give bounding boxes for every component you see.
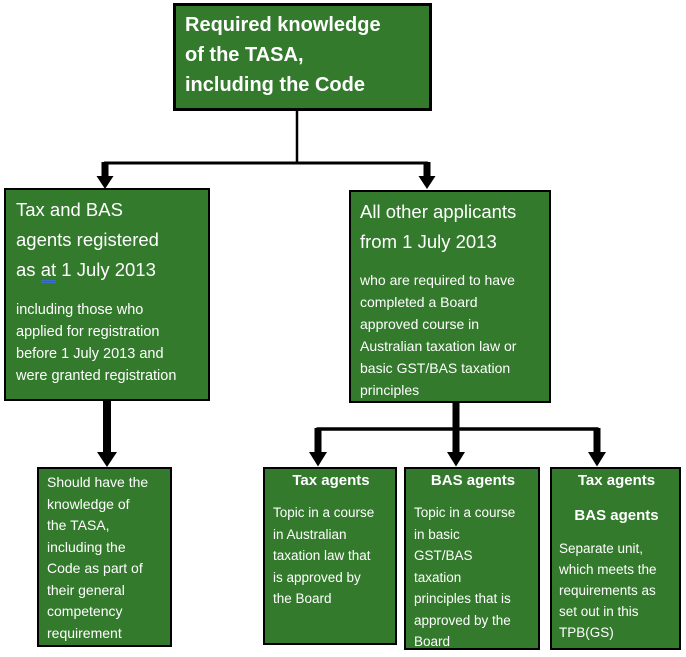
node-heading: All other applicants from 1 July 2013 — [360, 201, 517, 252]
node-body: who are required to have completed a Boa… — [360, 272, 517, 398]
arrow-head — [309, 452, 327, 467]
node-body: Should have the knowledge of the TASA, i… — [47, 474, 149, 641]
node-required-knowledge: Required knowledge of the TASA, includin… — [173, 3, 432, 111]
node-heading: Tax agents — [292, 472, 370, 489]
arrow-head — [447, 452, 465, 467]
arrow-down-icon-right-branch — [418, 162, 436, 189]
node-body: including those who applied for registra… — [16, 302, 177, 384]
arrow-head — [97, 452, 117, 467]
node-heading-bas: BAS agents — [574, 507, 659, 524]
node-body: Topic in a course in Australian taxation… — [273, 505, 375, 606]
arrow-head — [418, 176, 436, 189]
node-other-applicants: All other applicants from 1 July 2013 wh… — [349, 190, 551, 403]
node-registered-agents: Tax and BAS agents registered as at 1 Ju… — [4, 188, 210, 401]
arrow-down-icon-tax-agents — [309, 428, 327, 467]
arrow-down-icon-left-branch — [96, 162, 114, 189]
node-body: Topic in a course in basic GST/BAS taxat… — [414, 505, 516, 649]
grammar-underlined-word: at — [40, 259, 57, 283]
arrow-down-icon-bas-agents — [447, 428, 465, 467]
node-title: Required knowledge of the TASA, includin… — [185, 14, 381, 96]
node-heading: Tax and BAS agents registered as at 1 Ju… — [16, 195, 200, 285]
arrow-down-icon-combined-agents — [588, 428, 606, 467]
node-bas-agents-requirement: BAS agents Topic in a course in basic GS… — [404, 467, 540, 650]
arrow-down-icon-outcome — [97, 401, 117, 467]
node-body: Separate unit, which meets the requireme… — [559, 541, 657, 640]
node-tax-agents-requirement: Tax agents Topic in a course in Australi… — [263, 467, 397, 645]
arrow-head — [588, 452, 606, 467]
node-heading-tax: Tax agents — [577, 472, 656, 489]
heading-text-before: Tax and BAS agents registered as — [16, 199, 159, 280]
heading-text-after: 1 July 2013 — [56, 259, 156, 280]
arrow-head — [96, 176, 114, 189]
node-combined-agents-requirement: Tax agents BAS agents Separate unit, whi… — [550, 467, 681, 650]
node-knowledge-outcome: Should have the knowledge of the TASA, i… — [37, 467, 172, 647]
node-heading: BAS agents — [430, 472, 516, 489]
